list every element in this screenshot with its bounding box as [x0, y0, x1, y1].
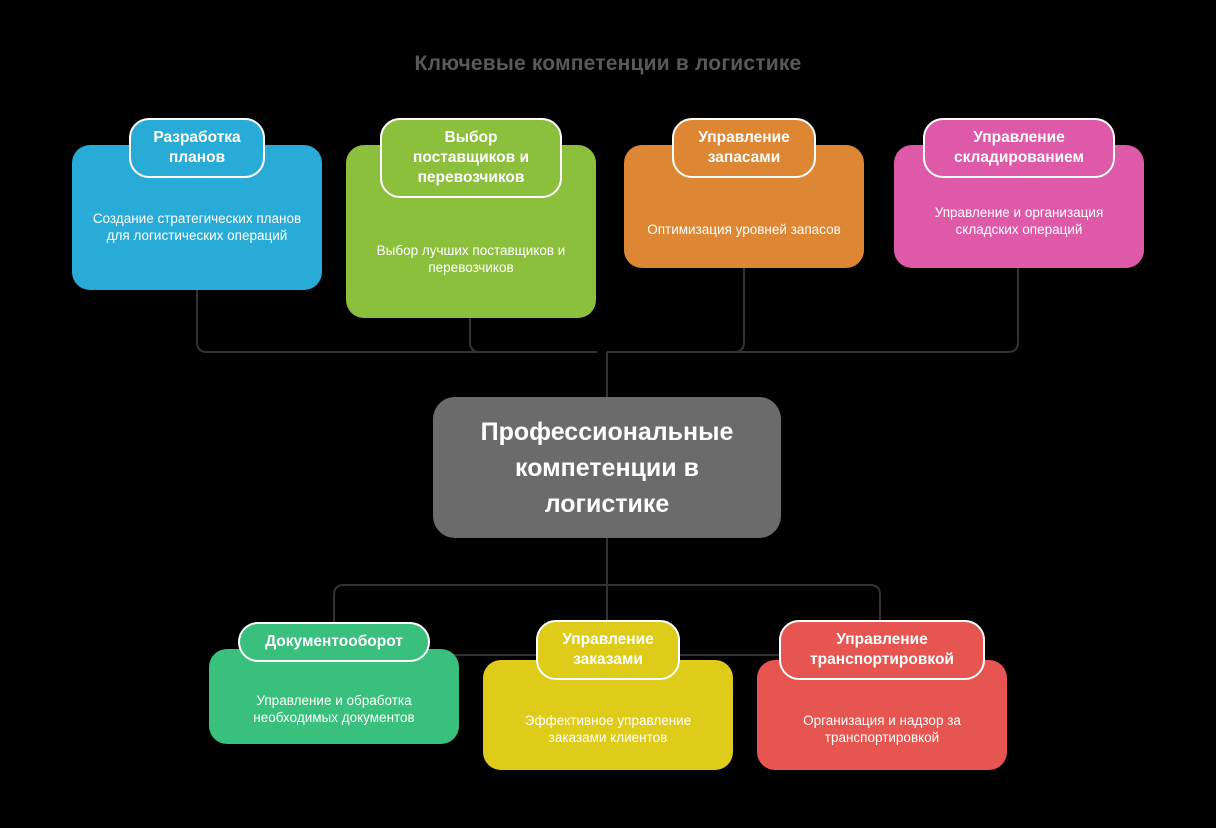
node-body: Организация и надзор за транспортировкой — [757, 660, 1007, 770]
center-node-label: Профессиональные компетенции в логистике — [480, 417, 734, 518]
node-card-bottom-3[interactable]: Организация и надзор за транспортировкой… — [757, 620, 1007, 770]
node-card-top-2[interactable]: Выбор лучших поставщиков и перевозчиков … — [346, 118, 596, 318]
node-title-badge[interactable]: Управление заказами — [536, 620, 680, 680]
node-card-bottom-1[interactable]: Управление и обработка необходимых докум… — [209, 622, 459, 744]
connector-bottom-right-elbow — [607, 584, 881, 622]
page-title: Ключевые компетенции в логистике — [414, 52, 802, 75]
node-body: Управление и организация складских опера… — [894, 145, 1144, 268]
node-card-top-4[interactable]: Управление и организация складских опера… — [894, 118, 1144, 268]
node-title-badge[interactable]: Управление запасами — [672, 118, 816, 178]
node-description: Управление и обработка необходимых докум… — [253, 693, 415, 725]
node-card-top-3[interactable]: Оптимизация уровней запасов Управление з… — [624, 118, 864, 268]
node-description: Создание стратегических планов для логис… — [92, 211, 302, 243]
node-description: Эффективное управление заказами клиентов — [524, 713, 692, 745]
center-node[interactable]: Профессиональные компетенции в логистике — [433, 397, 781, 538]
node-body: Управление и обработка необходимых докум… — [209, 649, 459, 744]
connector-top-2 — [469, 318, 597, 353]
node-title-badge[interactable]: Управление транспортировкой — [779, 620, 985, 680]
node-description: Организация и надзор за транспортировкой — [803, 713, 961, 745]
connector-top-4 — [607, 268, 1019, 353]
connector-bottom-left-elbow — [333, 584, 607, 622]
node-description: Выбор лучших поставщиков и перевозчиков — [376, 243, 566, 275]
node-body: Эффективное управление заказами клиентов — [483, 660, 733, 770]
connector-top-3 — [607, 268, 745, 353]
node-title-badge[interactable]: Выбор поставщиков и перевозчиков — [380, 118, 562, 198]
node-card-bottom-2[interactable]: Эффективное управление заказами клиентов… — [483, 620, 733, 770]
node-title-badge[interactable]: Документооборот — [238, 622, 430, 662]
node-description: Оптимизация уровней запасов — [647, 222, 841, 237]
node-title-badge[interactable]: Управление складированием — [923, 118, 1115, 178]
node-description: Управление и организация складских опера… — [934, 205, 1104, 237]
node-body: Выбор лучших поставщиков и перевозчиков — [346, 145, 596, 318]
node-body: Создание стратегических планов для логис… — [72, 145, 322, 290]
node-body: Оптимизация уровней запасов — [624, 145, 864, 268]
node-title-badge[interactable]: Разработка планов — [129, 118, 265, 178]
node-card-top-1[interactable]: Создание стратегических планов для логис… — [72, 118, 322, 290]
